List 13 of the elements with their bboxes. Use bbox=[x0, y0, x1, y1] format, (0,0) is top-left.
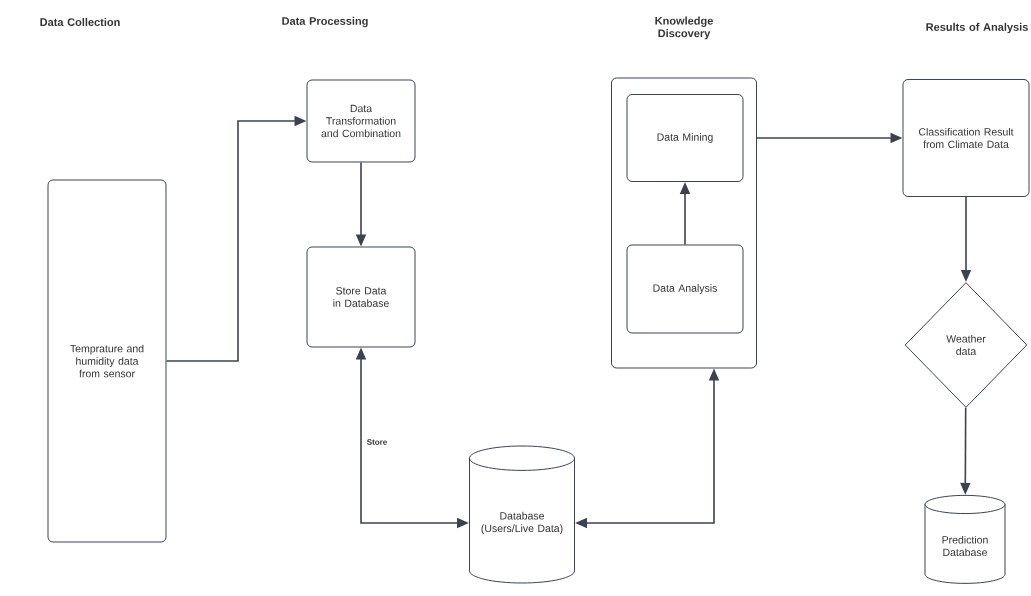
process-box: Data Transformation and Combination bbox=[306, 79, 416, 163]
column-heading: Data Processing bbox=[282, 16, 368, 28]
process-box: Data Mining bbox=[626, 94, 744, 182]
database-cylinder: Database (Users/Live Data) bbox=[469, 445, 575, 584]
process-box: Data Analysis bbox=[626, 244, 744, 334]
process-box: Classification Result from Climate Data bbox=[902, 79, 1030, 197]
column-heading: Results of Analysis bbox=[926, 22, 1028, 34]
database-cylinder: Prediction Database bbox=[924, 494, 1006, 584]
process-box: Store Data in Database bbox=[306, 246, 416, 348]
process-box: Temprature and humidity data from sensor bbox=[47, 179, 167, 543]
column-heading: Data Collection bbox=[40, 17, 120, 27]
column-heading: Knowledge Discovery bbox=[655, 16, 713, 40]
edge-label: Store bbox=[365, 437, 389, 447]
